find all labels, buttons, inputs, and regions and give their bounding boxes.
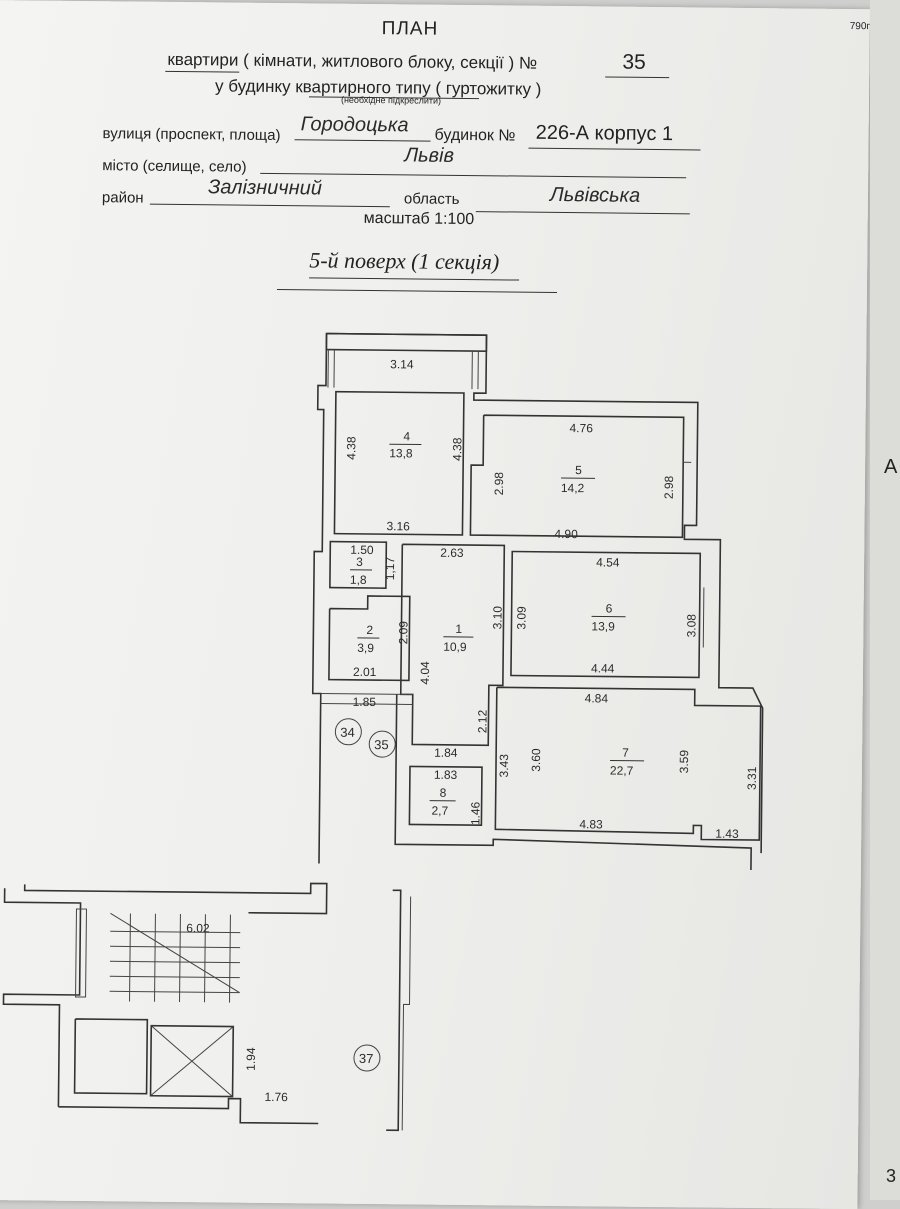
stair-steps <box>110 913 241 1002</box>
stair-lower-block <box>75 1019 148 1094</box>
staircase-section-plan: 6.02 1.94 1.76 37 <box>0 0 870 1209</box>
neighbor-37-wall-inner <box>402 896 410 1130</box>
stair-wall-top <box>2 888 80 1107</box>
next-sheet-digit: 3 <box>886 1166 896 1187</box>
neighbor-37-wall <box>386 890 401 1130</box>
dim-6-02: 6.02 <box>186 921 210 935</box>
next-sheet-letter: А <box>884 456 897 479</box>
dim-1-94: 1.94 <box>244 1047 258 1071</box>
neighbor-37-label: 37 <box>359 1051 374 1066</box>
plan-sheet: 790пс ПЛАН квартири ( кімнати, житлового… <box>0 0 870 1209</box>
next-sheet-edge: А 3 <box>870 0 900 1200</box>
dim-1-76: 1.76 <box>264 1090 288 1104</box>
stair-wall-top-right <box>24 880 326 913</box>
